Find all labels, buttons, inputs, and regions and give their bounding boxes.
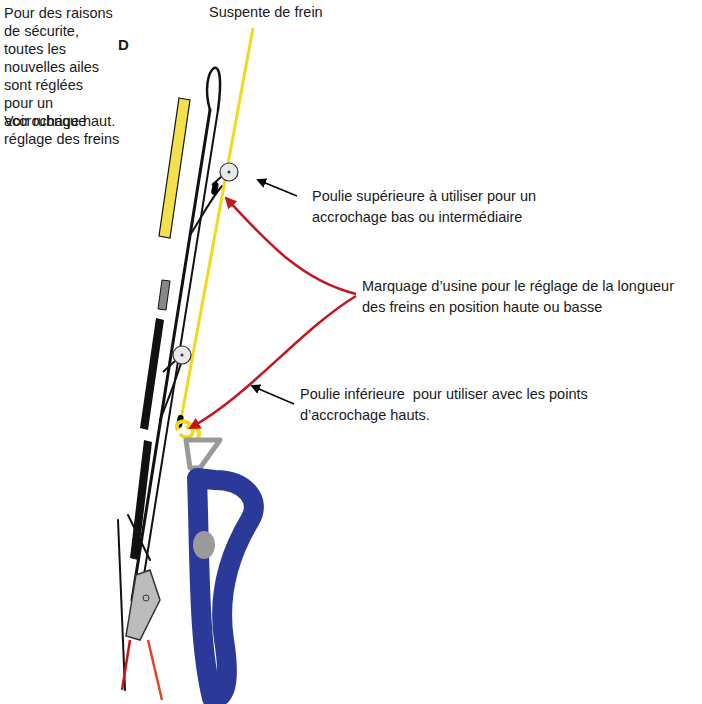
part-label: Suspente de frein [209,3,409,21]
lower-pulley [163,346,191,372]
callout-text: Poulie supérieure à utiliser pour un acc… [312,186,612,228]
riser-letter: D [118,36,138,54]
brake-ring [186,440,220,468]
handle-magnet [193,531,215,559]
callout-text: Marquage d’usine pour le réglage de la l… [362,276,687,318]
riser-tab [158,280,170,310]
reference-note: Voir rubrique réglage des freins [4,112,124,148]
leader-arrow [252,386,294,404]
maillon [126,570,160,640]
red-line [148,640,162,700]
red-line [122,640,130,690]
yellow-sleeve [159,98,190,238]
callout-text: Poulie inférieure pour utiliser avec les… [300,384,600,426]
factory-mark [211,182,219,196]
brake-line [180,28,253,425]
safety-note: Pour des raisons de sécurite, toutes les… [4,4,116,130]
riser-sleeve [130,440,152,560]
riser-sleeve [140,318,164,430]
upper-pulley [212,163,238,185]
maillon-screw [143,595,149,601]
leader-arrow [258,180,297,196]
brake-handle [197,478,254,698]
